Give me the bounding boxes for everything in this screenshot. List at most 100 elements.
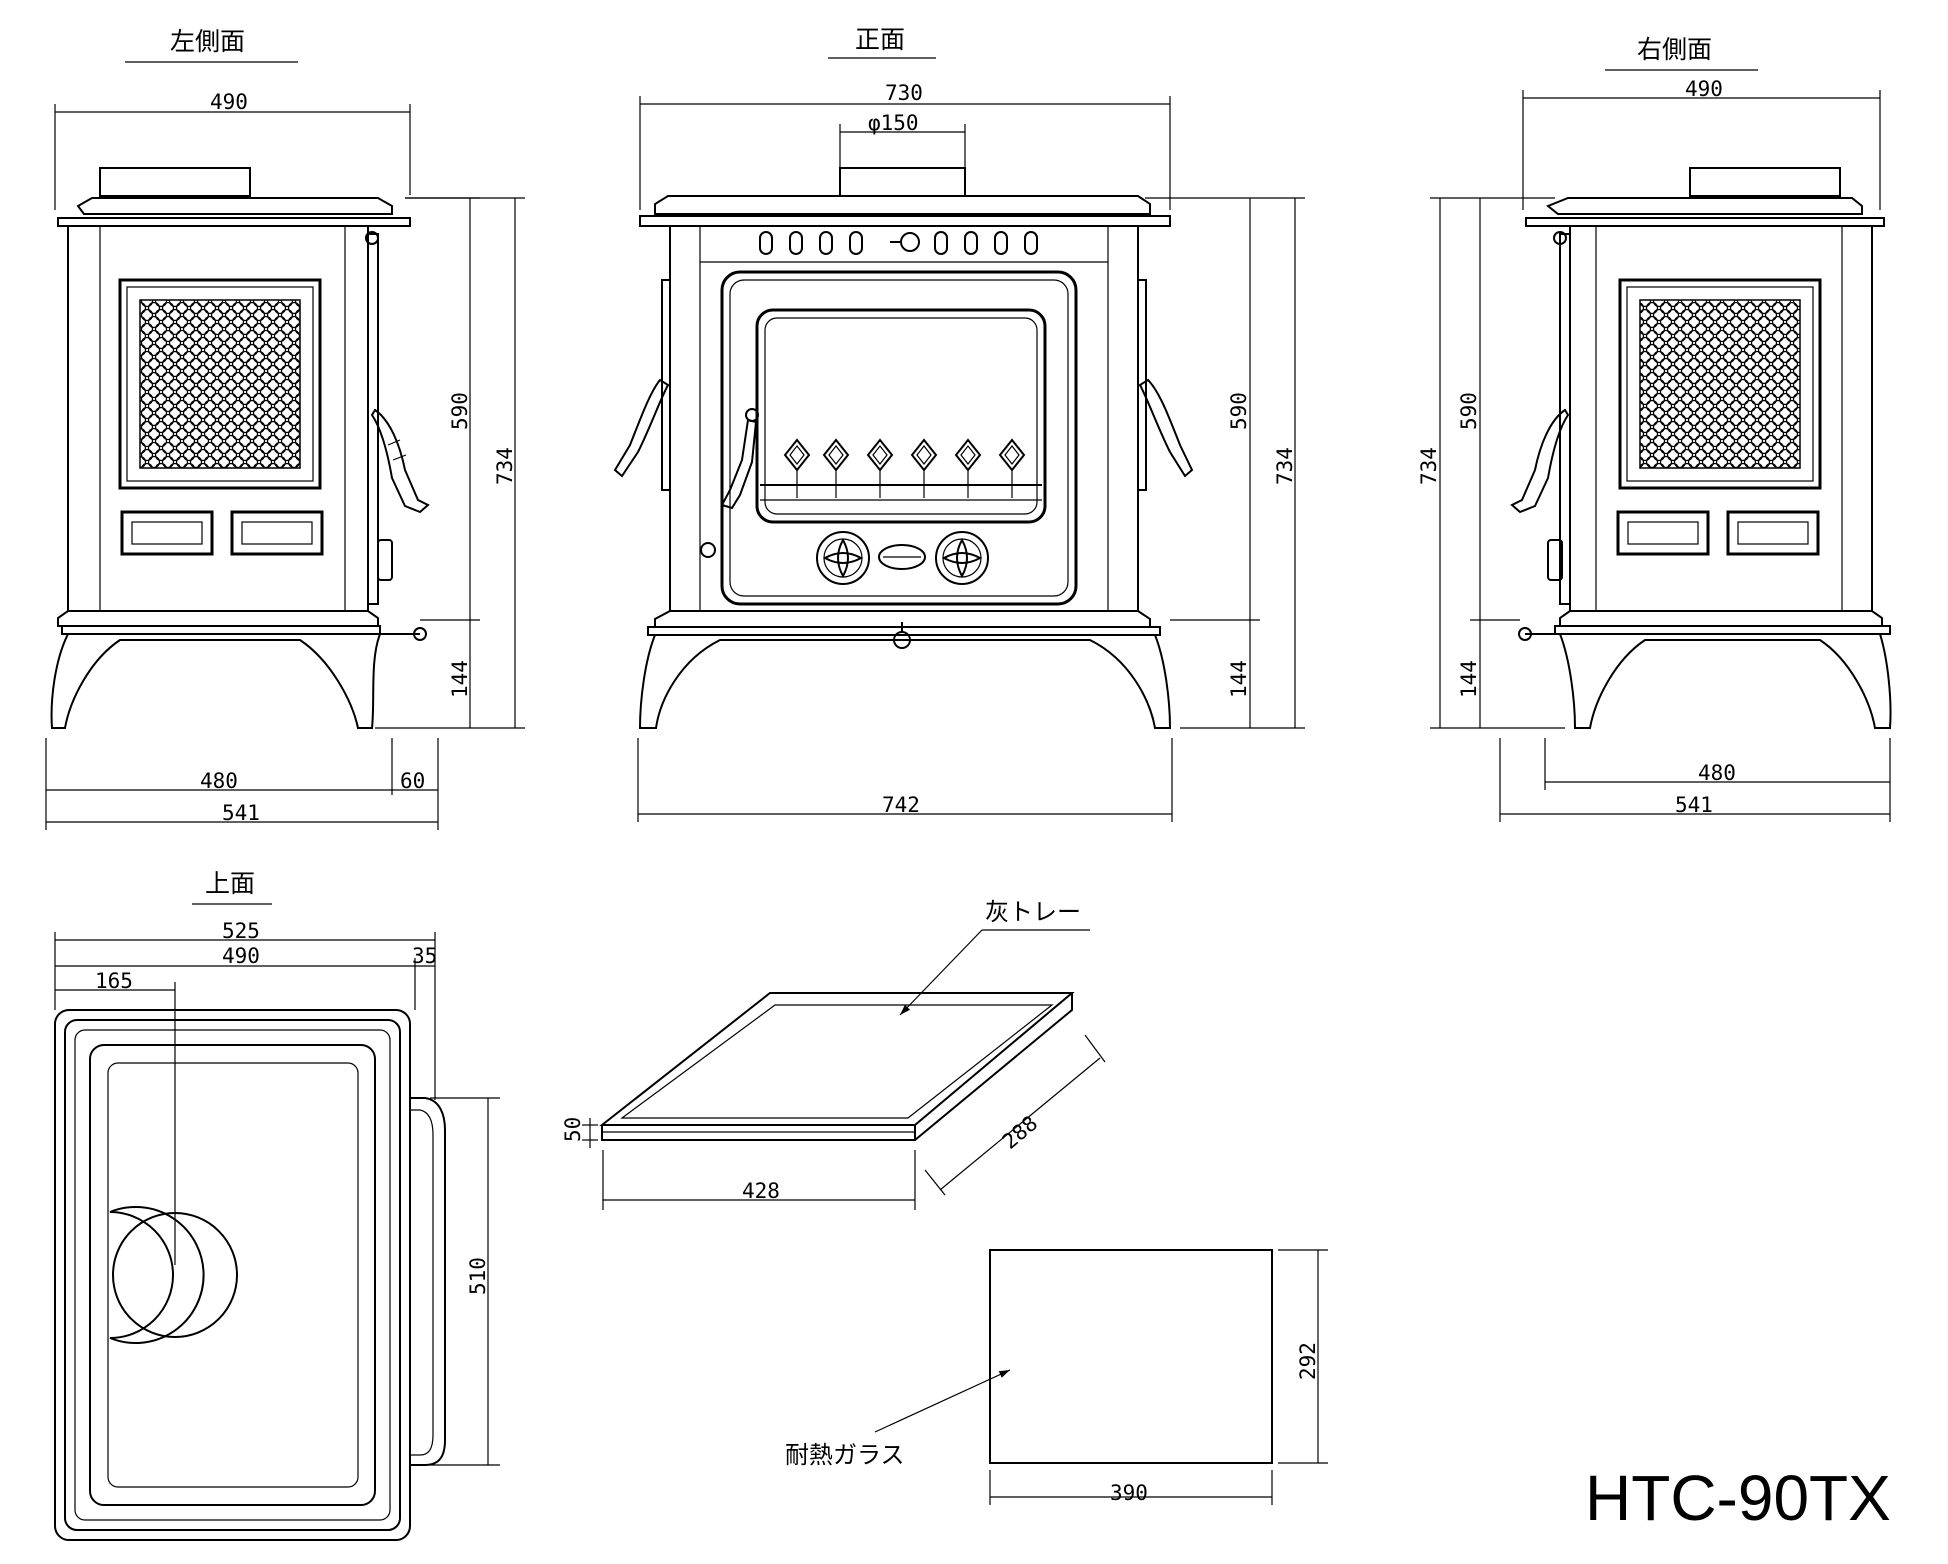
dim-text: 35 (412, 944, 437, 968)
ornament-row (759, 231, 1038, 255)
base-ledge (61, 625, 381, 635)
door-edge (367, 233, 379, 605)
dim-top-depth: 510 (430, 1097, 500, 1466)
dim-top: 525 490 35 165 (54, 919, 437, 1265)
air-dial-right (935, 531, 989, 585)
drawer-left (120, 510, 214, 556)
glass-label: 耐熱ガラス (785, 1441, 905, 1469)
side-handle-top (410, 1097, 446, 1466)
front-view: 正面 730 φ150 (613, 25, 1305, 822)
ornament-icon (783, 438, 1026, 498)
dim-text: 50 (561, 1117, 585, 1142)
flue-collar (839, 167, 966, 197)
dim-text: 590 (448, 392, 472, 430)
dim-right-bottom: 480 541 (1499, 738, 1891, 822)
top-view-title: 上面 (205, 869, 255, 898)
handle-icon (1510, 408, 1570, 514)
heat-glass: 耐熱ガラス 292 390 (785, 1249, 1328, 1505)
dim-text: 390 (1110, 1481, 1148, 1505)
left-view-title: 左側面 (170, 27, 245, 56)
dim-text: 490 (1685, 77, 1723, 101)
flue-circle (112, 1212, 238, 1338)
dim-text: 590 (1457, 392, 1481, 430)
handle-icon (720, 408, 759, 510)
dim-right-heights: 590 734 144 (1417, 197, 1565, 729)
body-panel (699, 225, 1109, 612)
dim-text: 541 (1675, 793, 1713, 817)
top-plate-outline (54, 1009, 411, 1541)
dim-text: 165 (95, 969, 133, 993)
air-knob (377, 539, 393, 581)
dim-text: 144 (1457, 660, 1481, 698)
handle-icon (370, 408, 430, 514)
dim-text: 730 (885, 81, 923, 105)
dim-left-heights: 590 734 144 (375, 197, 525, 729)
dim-text: 288 (998, 1111, 1042, 1154)
dim-text: 60 (400, 769, 425, 793)
top-plate (1546, 197, 1863, 215)
front-view-title: 正面 (855, 25, 905, 54)
dim-text: 480 (200, 769, 238, 793)
dim-left-bottom: 480 60 541 (45, 738, 439, 830)
dim-text: 541 (222, 801, 260, 825)
grille-icon (139, 299, 301, 469)
dim-text: 590 (1227, 392, 1251, 430)
grille-frame (118, 278, 322, 490)
legs (638, 634, 1172, 729)
dim-text: 734 (1417, 447, 1441, 485)
stove-door (720, 270, 1078, 606)
dim-text: 428 (742, 1179, 780, 1203)
dim-text: 490 (210, 90, 248, 114)
dim-text: 734 (493, 447, 517, 485)
dim-text: 525 (222, 919, 260, 943)
dim-text: 144 (448, 660, 472, 698)
door-hinge (700, 542, 716, 558)
drawer-left (1616, 510, 1710, 556)
dim-front-width: 730 φ150 (639, 81, 1171, 210)
drawer-right (230, 510, 324, 556)
dim-front-heights: 590 734 144 (1145, 197, 1305, 729)
top-panel (89, 1044, 376, 1506)
dim-glass: 292 390 (989, 1249, 1328, 1505)
base-plate (57, 610, 379, 627)
dim-tray: 428 288 50 (561, 1034, 1106, 1210)
glass-panel (989, 1249, 1273, 1464)
dim-text: φ150 (868, 111, 919, 135)
top-view: 上面 525 490 35 165 510 (54, 869, 500, 1541)
dim-right-width: 490 (1522, 77, 1881, 210)
dim-text: 742 (882, 793, 920, 817)
dim-text: 734 (1273, 447, 1297, 485)
air-knob (1547, 539, 1563, 581)
flue-collar (99, 167, 251, 197)
top-ledge (57, 217, 411, 227)
glass-window (755, 308, 1047, 524)
top-plate (76, 197, 393, 215)
flue-collar (1689, 167, 1841, 197)
grille-icon (1639, 299, 1801, 469)
legs (1558, 633, 1892, 729)
top-ledge (639, 215, 1171, 227)
left-side-view: 左側面 490 (45, 27, 525, 830)
dim-left-width: 490 (54, 90, 411, 210)
flue-ring (109, 1206, 205, 1344)
drawer-right (1726, 510, 1820, 556)
dim-text: 480 (1698, 761, 1736, 785)
knob-top (365, 231, 379, 245)
dim-text: 510 (466, 1257, 490, 1295)
model-name: HTC-90TX (1585, 1462, 1891, 1534)
top-plate (654, 195, 1151, 215)
grille-frame (1618, 278, 1822, 490)
logo-badge (878, 544, 926, 570)
right-side-view: 右側面 490 (1417, 35, 1892, 822)
tray-top (599, 992, 1075, 1126)
dim-text: 490 (222, 944, 260, 968)
dim-text: 144 (1227, 660, 1251, 698)
handle-icon (613, 279, 1194, 491)
dim-front-bottom: 742 (637, 738, 1173, 822)
air-dial-left (816, 531, 870, 585)
dim-text: 292 (1296, 1342, 1320, 1380)
ash-tray: 灰トレー 428 288 50 (561, 898, 1106, 1210)
grille-inner (126, 286, 314, 482)
